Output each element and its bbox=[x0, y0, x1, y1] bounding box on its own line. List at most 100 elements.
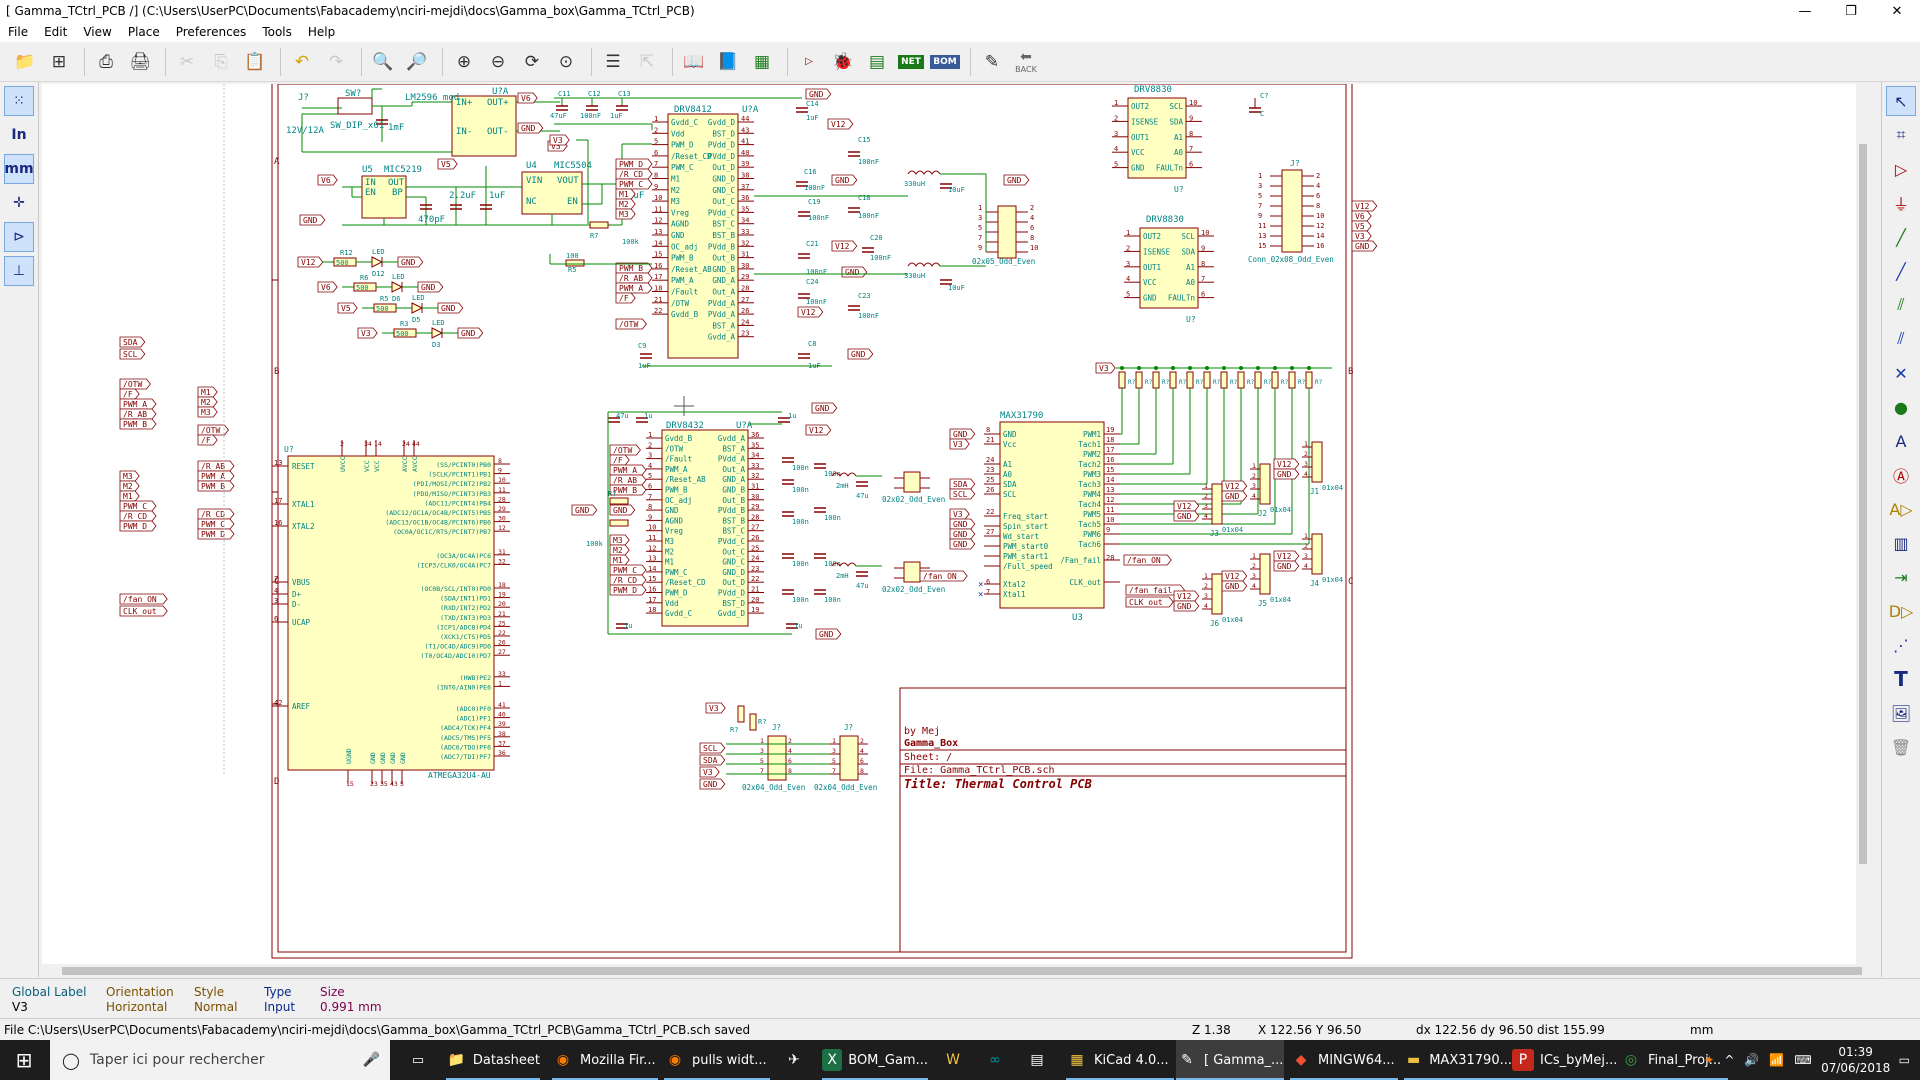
zoom-fit-icon[interactable]: ⊙ bbox=[558, 51, 574, 72]
page-settings-icon[interactable]: ⊞ bbox=[51, 51, 67, 72]
keyboard-icon[interactable]: ⌨ bbox=[1794, 1053, 1812, 1067]
delete-icon[interactable]: 🗑 bbox=[1890, 737, 1912, 757]
hier-sheet-icon[interactable]: ▥ bbox=[1893, 533, 1909, 553]
cursor-shape-icon[interactable]: ✛ bbox=[13, 195, 25, 211]
back-annotate-icon[interactable]: ⬅ BACK bbox=[1011, 47, 1041, 77]
copy-icon[interactable]: ⎘ bbox=[214, 51, 228, 72]
bom-icon[interactable]: BOM bbox=[930, 47, 960, 77]
print-icon[interactable]: ⎙ bbox=[99, 51, 113, 72]
task-firefox[interactable]: ◉Mozilla Fir... bbox=[552, 1040, 658, 1080]
restore-button[interactable]: ❐ bbox=[1845, 3, 1857, 19]
task-arduino[interactable]: ∞ bbox=[980, 1040, 1016, 1080]
global-label-icon[interactable]: Ⓐ bbox=[1892, 467, 1909, 486]
place-text-icon[interactable]: T bbox=[1894, 667, 1908, 691]
wire-angle-icon[interactable]: ⊥ bbox=[4, 256, 34, 286]
no-connect-icon[interactable]: ✕ bbox=[1894, 363, 1908, 383]
led-ref: LED bbox=[372, 248, 385, 256]
task-app-bird[interactable]: ✈ bbox=[780, 1040, 814, 1080]
hierarchy-icon[interactable]: ☰ bbox=[605, 51, 621, 72]
zoom-out-icon[interactable]: ⊖ bbox=[490, 51, 506, 72]
wire-bus-entry-icon[interactable]: ⫽ bbox=[1897, 295, 1905, 314]
horizontal-scrollbar[interactable] bbox=[42, 964, 1862, 978]
place-junction-icon[interactable]: ● bbox=[1894, 397, 1908, 417]
library-browser-icon[interactable]: 📘 bbox=[717, 51, 739, 72]
vertical-scrollbar[interactable] bbox=[1856, 84, 1870, 964]
place-image-icon[interactable]: 🖼 bbox=[1890, 703, 1912, 723]
highlight-net-icon[interactable]: ⌗ bbox=[1896, 125, 1906, 144]
clock[interactable]: 01:39 07/06/2018 bbox=[1817, 1044, 1895, 1076]
grid-toggle-icon[interactable]: ⁙ bbox=[4, 86, 34, 116]
redraw-icon[interactable]: ⟳ bbox=[524, 51, 540, 72]
select-tool-icon[interactable]: ↖ bbox=[1886, 86, 1916, 116]
netlist-icon[interactable]: NET bbox=[896, 47, 926, 77]
find-icon[interactable]: 🔍 bbox=[372, 51, 394, 72]
menu-place[interactable]: Place bbox=[127, 25, 160, 39]
plot-icon[interactable]: 🖨 bbox=[129, 51, 151, 72]
bus-bus-entry-icon[interactable]: ⫽ bbox=[1897, 329, 1905, 348]
hidden-pins-icon[interactable]: ⊳ bbox=[4, 222, 34, 252]
minimize-button[interactable]: — bbox=[1798, 3, 1812, 19]
task-max31790[interactable]: ▬MAX31790... bbox=[1404, 1040, 1512, 1080]
task-firefox-2[interactable]: ◉pulls widt... bbox=[664, 1040, 770, 1080]
chevron-up-icon[interactable]: ^ bbox=[1724, 1053, 1735, 1067]
import-sheet-pin-icon[interactable]: ⇥ bbox=[1894, 567, 1908, 587]
taskbar-search[interactable]: ◯ Taper ici pour rechercher 🎤 bbox=[50, 1040, 390, 1080]
undo-icon[interactable]: ↶ bbox=[294, 51, 310, 72]
units-inch-button[interactable]: In bbox=[11, 127, 27, 143]
menu-view[interactable]: View bbox=[83, 25, 112, 39]
place-wire-icon[interactable]: ╱ bbox=[1896, 227, 1906, 247]
task-datasheet[interactable]: 📁Datasheet bbox=[446, 1040, 540, 1080]
task-mingw[interactable]: ◆MINGW64... bbox=[1290, 1040, 1398, 1080]
units-mm-button[interactable]: mm bbox=[4, 154, 34, 184]
side-label-left: SCL bbox=[123, 350, 138, 359]
net-label-icon[interactable]: A bbox=[1895, 431, 1907, 451]
sheet-pin-icon[interactable]: D▷ bbox=[1888, 601, 1914, 621]
horizontal-scroll-thumb[interactable] bbox=[62, 967, 1862, 975]
task-app-doc[interactable]: ▤ bbox=[1022, 1040, 1058, 1080]
menu-file[interactable]: File bbox=[8, 25, 29, 39]
place-bus-icon[interactable]: ╱ bbox=[1896, 261, 1906, 281]
place-component-icon[interactable]: ▷ bbox=[1894, 159, 1908, 179]
vertical-scroll-thumb[interactable] bbox=[1859, 144, 1867, 864]
windows-start-icon[interactable]: ⊞ bbox=[15, 1048, 33, 1072]
menu-help[interactable]: Help bbox=[307, 25, 336, 39]
mcu-pin-name: (ADC11/PCINT4)PB4 bbox=[424, 499, 491, 507]
leave-sheet-icon[interactable]: ⇱ bbox=[639, 51, 655, 72]
library-editor-icon[interactable]: 📖 bbox=[683, 51, 705, 72]
microphone-icon[interactable]: 🎤 bbox=[362, 1052, 380, 1068]
action-center-icon[interactable]: ▭ bbox=[1898, 1053, 1910, 1067]
task-view-icon[interactable]: ▭ bbox=[411, 1052, 425, 1068]
cvpcb-icon[interactable]: ▤ bbox=[868, 51, 886, 72]
cut-icon[interactable]: ✂ bbox=[179, 51, 195, 72]
pullup-resistor-ref: R? bbox=[1196, 379, 1204, 386]
new-schematic-icon[interactable]: 📁 bbox=[14, 51, 36, 72]
redo-icon[interactable]: ↷ bbox=[328, 51, 344, 72]
footprint-editor-icon[interactable]: ▦ bbox=[753, 51, 771, 72]
task-kicad[interactable]: ▦KiCad 4.0... bbox=[1066, 1040, 1174, 1080]
max31790-pin-name: PWM3 bbox=[1083, 470, 1101, 479]
erc-icon[interactable]: 🐞 bbox=[832, 51, 854, 72]
conn-pin-num: 9 bbox=[1258, 212, 1262, 220]
drv8830-pin-num: 1 bbox=[1114, 99, 1118, 107]
find-replace-icon[interactable]: 🔎 bbox=[406, 51, 428, 72]
zoom-in-icon[interactable]: ⊕ bbox=[456, 51, 472, 72]
notification-app-icon[interactable]: ✦ bbox=[1704, 1053, 1715, 1067]
graphic-line-icon[interactable]: ⋰ bbox=[1893, 635, 1909, 655]
place-power-icon[interactable]: ⏚ bbox=[1892, 195, 1909, 214]
network-icon[interactable]: 📶 bbox=[1769, 1053, 1785, 1067]
task-app-w[interactable]: W bbox=[938, 1040, 974, 1080]
paste-icon[interactable]: 📋 bbox=[244, 51, 266, 72]
task-final-proj[interactable]: ◎Final_Proj... bbox=[1620, 1040, 1728, 1080]
annotate-icon[interactable]: ▷ bbox=[805, 56, 813, 67]
volume-icon[interactable]: 🔊 bbox=[1744, 1053, 1760, 1067]
close-button[interactable]: ✕ bbox=[1891, 3, 1903, 19]
hier-label-icon[interactable]: A▷ bbox=[1889, 499, 1913, 519]
edit-fields-icon[interactable]: ✎ bbox=[984, 51, 1000, 72]
menu-edit[interactable]: Edit bbox=[44, 25, 68, 39]
menu-tools[interactable]: Tools bbox=[262, 25, 292, 39]
task-eeschema[interactable]: ✎[ Gamma_... bbox=[1176, 1040, 1284, 1080]
menu-preferences[interactable]: Preferences bbox=[175, 25, 247, 39]
